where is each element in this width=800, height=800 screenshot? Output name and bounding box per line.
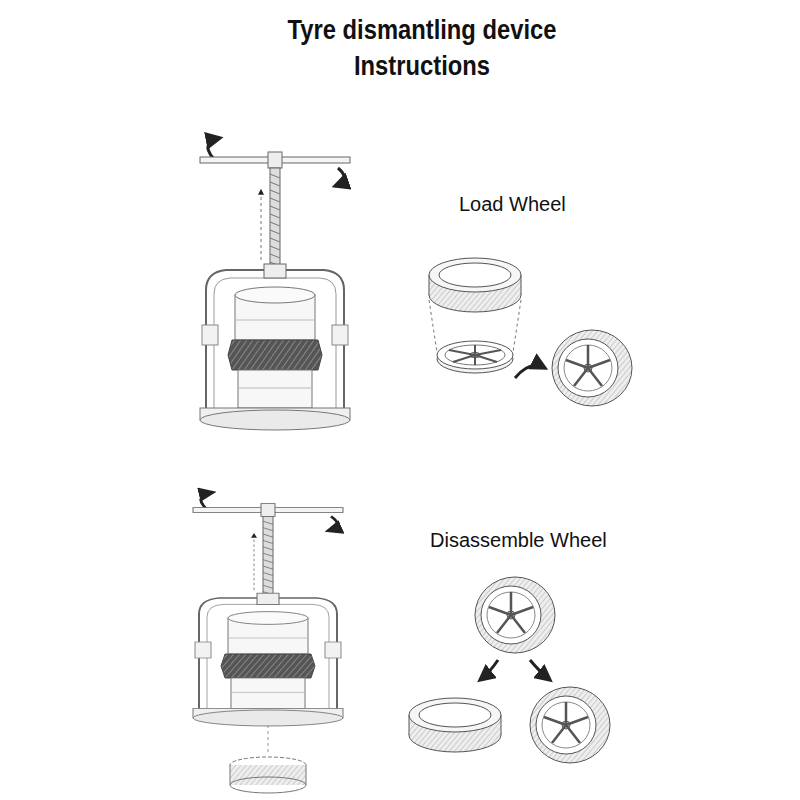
- caption-label: Load Wheel: [459, 192, 566, 216]
- title-text: Tyre dismantling device Instructions: [272, 12, 571, 84]
- caption-label: Disassemble Wheel: [430, 528, 607, 552]
